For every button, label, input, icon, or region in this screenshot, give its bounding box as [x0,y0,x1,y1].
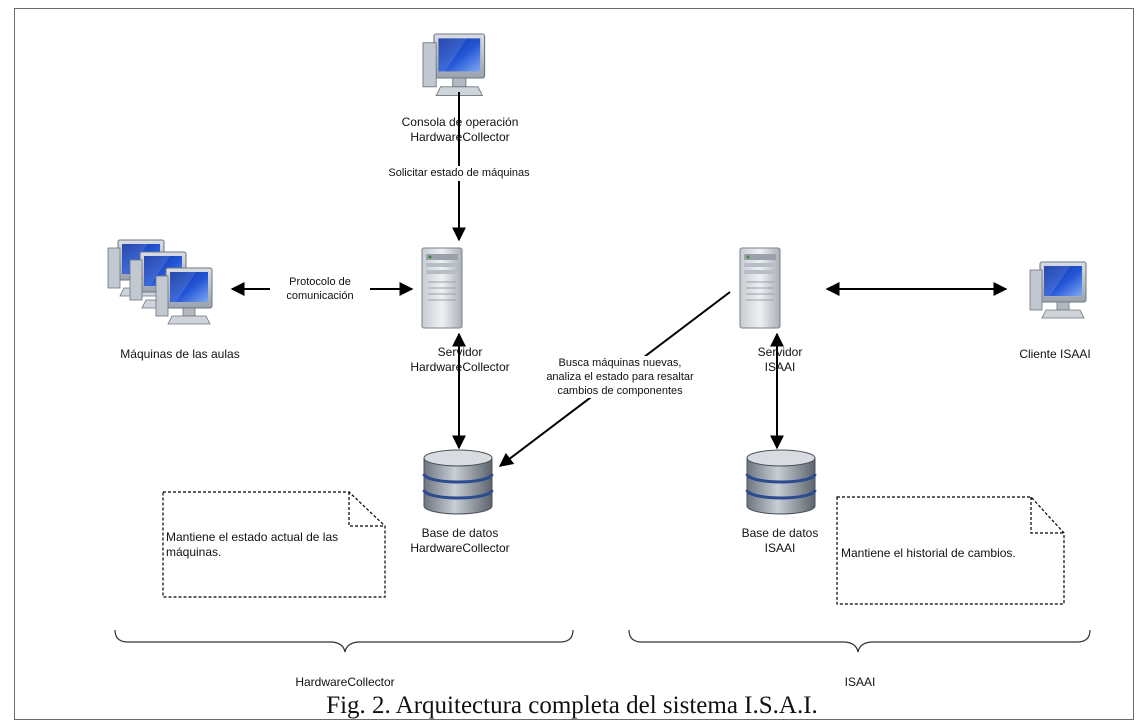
isaai-server-tower-icon [739,247,781,329]
isaai-database-icon [745,448,817,516]
hc-db-label: Base de datos HardwareCollector [410,526,510,555]
isaai-db-label: Base de datos ISAAI [741,526,819,555]
hc-note-shape [162,491,386,598]
classroom-machines-icon [107,239,213,325]
hc-group-label: HardwareCollector [295,675,395,689]
hc-server-label: Servidor HardwareCollector [410,345,510,374]
isaai-note-text: Mantiene el historial de cambios. [841,546,1016,560]
isaai-group-label: ISAAI [844,675,876,689]
isaai-note-shape [836,496,1065,605]
isaai-server-label: Servidor ISAAI [757,345,803,374]
machines-label: Máquinas de las aulas [120,347,240,361]
isaai-client-monitor-icon [1029,261,1087,319]
console-label: Consola de operación HardwareCollector [401,115,519,144]
diagram-frame [14,8,1134,720]
request-status-label: Solicitar estado de máquinas [374,166,544,181]
hc-group-brace [114,629,574,653]
hc-server-tower-icon [421,247,463,329]
console-monitor-icon [422,33,486,97]
figure-caption: Fig. 2. Arquitectura completa del sistem… [326,692,818,719]
isaai-client-label: Cliente ISAAI [1019,347,1091,361]
protocol-label: Protocolo de comunicación [270,275,370,303]
scan-description-label: Busca máquinas nuevas, analiza el estado… [530,356,710,398]
hc-note-text: Mantiene el estado actual de las máquina… [166,530,339,559]
isaai-group-brace [628,629,1091,653]
hc-database-icon [422,448,494,516]
